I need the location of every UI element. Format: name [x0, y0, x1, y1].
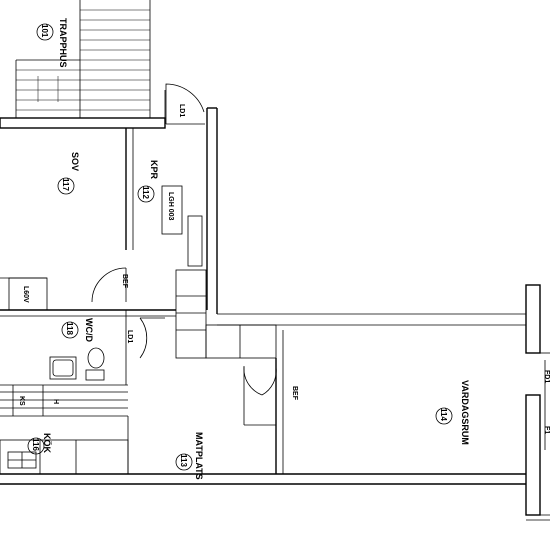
ks-label: KS: [18, 396, 25, 406]
kok-number-tag: 116: [27, 437, 45, 455]
h-label: H: [52, 399, 59, 404]
vardagsrum-number-tag: 114: [435, 407, 453, 425]
column-block: [175, 269, 277, 359]
vardagsrum-label: VARDAGSRUM: [460, 380, 470, 445]
matplats-number-tag: 113: [175, 453, 193, 471]
ld1-mid-label: LD1: [126, 330, 133, 343]
bottom-wall: [0, 473, 550, 521]
top-wall: [0, 90, 166, 129]
bef-bottom-label: BEF: [291, 386, 298, 401]
kpr-number: 112: [141, 186, 150, 199]
bef-top-label: BEF: [121, 274, 128, 289]
wc-door: [139, 317, 165, 359]
sov-number-tag: 117: [57, 177, 75, 195]
kok-label: KÖK: [42, 433, 52, 454]
trapphus-number: 101: [40, 24, 49, 38]
apartment-tag: LGH 003: [161, 185, 183, 235]
f1-label: F1: [543, 426, 550, 434]
l60-cabinet: [0, 277, 48, 311]
matplats-number: 113: [179, 454, 188, 467]
kok-number: 116: [31, 438, 40, 451]
vardagsrum-number: 114: [439, 408, 448, 421]
kpr-number-tag: 112: [137, 185, 155, 203]
matplats-label: MATPLATS: [194, 432, 204, 480]
l60-label: L60V: [22, 286, 29, 303]
kpr-label: KPR: [149, 160, 159, 180]
wc-number-tag: 118: [61, 321, 79, 339]
staircase: [15, 0, 151, 118]
ld1-top-label: LD1: [178, 104, 185, 117]
wc-label: WC/D: [84, 318, 94, 342]
kpr-walls: [125, 128, 203, 267]
sov-label: SOV: [70, 152, 80, 171]
bef-double-door: [243, 366, 277, 426]
trapphus-number-tag: 101: [36, 23, 54, 41]
apartment-tag-text: LGH 003: [167, 192, 174, 221]
vardagsrum-walls: [275, 330, 284, 474]
bef-door-top: [91, 267, 127, 303]
wc-number: 118: [65, 322, 74, 335]
fd-label: FD1: [543, 370, 550, 383]
kitchen: [0, 416, 129, 475]
entrance-door: [165, 83, 205, 125]
corridor-walls: [206, 107, 541, 354]
trapphus-label: TRAPPHUS: [58, 18, 68, 68]
sov-number: 117: [61, 178, 70, 191]
